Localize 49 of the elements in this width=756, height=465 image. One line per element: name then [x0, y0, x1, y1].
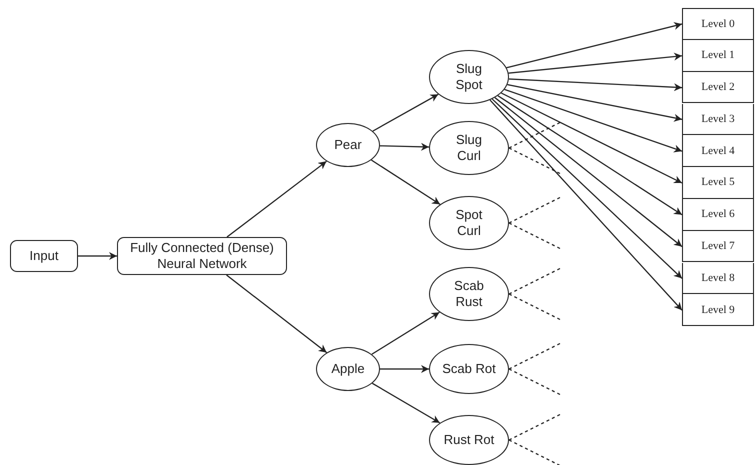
level-cell: Level 6: [682, 198, 754, 231]
arrow: [504, 88, 682, 152]
arrow: [380, 142, 430, 151]
arrow: [380, 365, 429, 373]
arrow: [490, 100, 682, 311]
arrow: [494, 97, 682, 248]
connector-line: [508, 342, 562, 370]
class-ellipse: Scab Rot: [429, 344, 509, 394]
arrow: [78, 252, 117, 260]
arrow: [500, 92, 682, 184]
arrow: [226, 160, 327, 238]
arrow: [226, 274, 328, 354]
arrow: [498, 95, 682, 216]
connector-line: [508, 293, 562, 321]
level-cell: Level 1: [682, 40, 754, 72]
level-cell: Level 9: [682, 294, 754, 326]
connector-line: [508, 267, 562, 295]
connector-line: [508, 439, 562, 465]
level-cell: Level 2: [682, 72, 754, 104]
process-box: Fully Connected (Dense) Neural Network: [117, 237, 287, 275]
class-ellipse: Rust Rot: [429, 415, 509, 465]
level-cell: Level 8: [682, 262, 754, 294]
class-ellipse: Slug Spot: [429, 50, 509, 104]
arrow: [508, 78, 682, 92]
level-cell: Level 3: [682, 104, 754, 136]
arrow: [372, 382, 440, 424]
connector-line: [508, 147, 562, 175]
arrow: [370, 160, 440, 205]
arrow: [371, 312, 440, 355]
level-cell: Level 5: [682, 167, 754, 199]
arrow: [506, 22, 682, 68]
class-ellipse: Scab Rust: [429, 267, 509, 321]
connector-line: [508, 222, 562, 250]
class-ellipse: Apple: [316, 347, 380, 391]
level-cell: Level 0: [682, 8, 754, 40]
process-box: Input: [10, 240, 78, 272]
connector-line: [508, 368, 562, 396]
level-cell: Level 4: [682, 135, 754, 168]
class-ellipse: Slug Curl: [429, 121, 509, 175]
class-ellipse: Spot Curl: [429, 196, 509, 250]
arrow: [508, 52, 682, 74]
level-cell: Level 7: [682, 230, 754, 262]
arrow: [372, 94, 439, 132]
connector-line: [508, 196, 562, 224]
class-ellipse: Pear: [316, 123, 380, 167]
arrow: [507, 84, 682, 122]
arrow: [492, 98, 682, 279]
connector-line: [508, 413, 562, 441]
connector-line: [508, 121, 562, 149]
